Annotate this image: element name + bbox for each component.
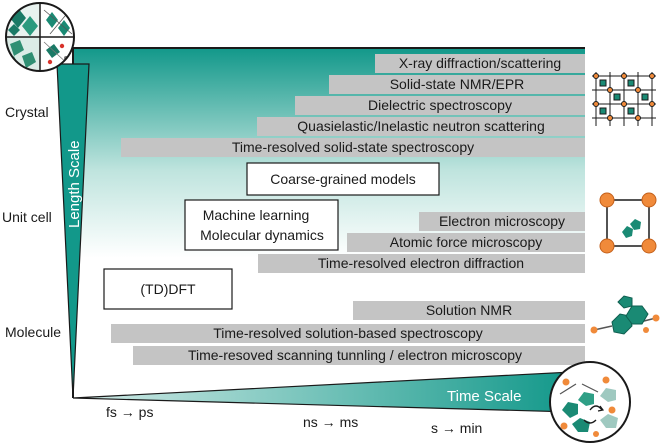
technique-label: X-ray diffraction/scattering <box>399 55 561 71</box>
technique-label: Time-resolved electron diffraction <box>318 255 524 271</box>
method-label: Machine learning <box>203 207 310 223</box>
molecule-icon <box>590 295 660 335</box>
length-level-molecule: Molecule <box>5 324 61 340</box>
technique-bar <box>329 75 585 94</box>
technique-bar <box>121 138 585 157</box>
technique-label: Atomic force microscopy <box>390 234 542 250</box>
method-box-ml-md <box>184 199 339 251</box>
length-level-unit-cell: Unit cell <box>2 209 52 225</box>
molecular-dynamics-circle-icon <box>549 361 631 443</box>
method-box-tddft <box>103 268 233 310</box>
method-label: (TD)DFT <box>140 281 196 297</box>
technique-label: Solution NMR <box>426 302 512 318</box>
technique-bar <box>111 324 585 343</box>
length-scale-wedge <box>56 63 90 399</box>
time-tick-ns-ms: ns → ms <box>303 414 358 430</box>
technique-label: Quasielastic/Inelastic neutron scatterin… <box>297 118 544 134</box>
technique-bar <box>258 254 585 273</box>
unit-cell-icon <box>599 192 657 254</box>
technique-bar <box>419 212 585 231</box>
length-scale-title: Length Scale <box>66 140 83 228</box>
method-box-coarse-grained <box>246 162 440 196</box>
technique-bar <box>295 96 585 115</box>
technique-label: Time-resolved solid-state spectroscopy <box>232 139 474 155</box>
technique-bar <box>353 301 585 320</box>
technique-label: Electron microscopy <box>439 213 565 229</box>
crystal-structure-circle-icon <box>5 2 75 72</box>
technique-label: Solid-state NMR/EPR <box>390 76 525 92</box>
technique-label: Dielectric spectroscopy <box>368 97 512 113</box>
time-scale-title: Time Scale <box>447 388 521 405</box>
technique-label: Time-resoved scanning tunnling / electro… <box>188 347 522 363</box>
technique-bar <box>257 117 585 136</box>
length-level-crystal: Crystal <box>5 104 49 120</box>
technique-label: Time-resolved solution-based spectroscop… <box>213 325 483 341</box>
technique-bar <box>375 54 585 73</box>
method-label: Coarse-grained models <box>270 171 416 187</box>
technique-bar <box>133 346 585 365</box>
technique-bar <box>347 233 585 252</box>
crystal-lattice-icon <box>592 72 656 126</box>
method-label: Molecular dynamics <box>200 227 324 243</box>
time-tick-s-min: s → min <box>431 420 482 436</box>
time-tick-fs-ps: fs → ps <box>106 404 153 420</box>
